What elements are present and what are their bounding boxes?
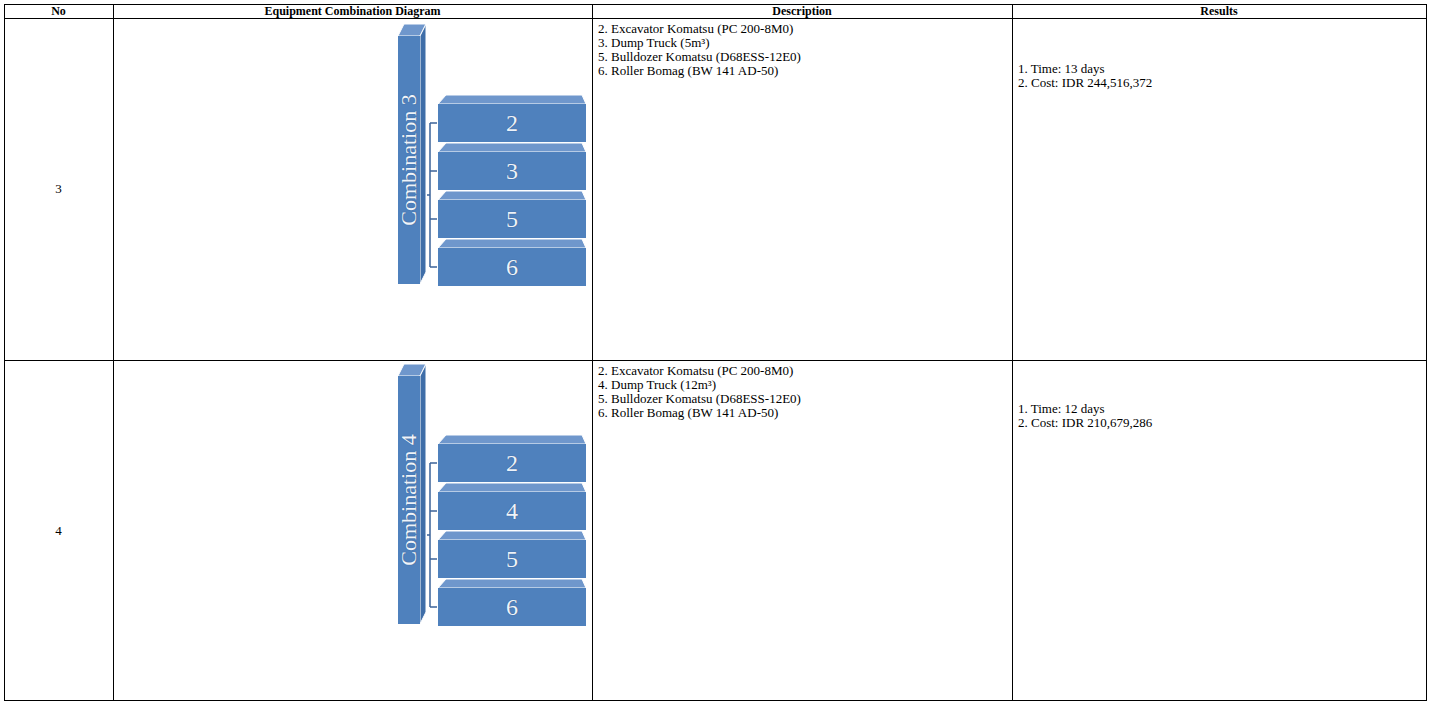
box-top-face: [438, 579, 586, 588]
equipment-box: 2: [438, 444, 586, 482]
box-top-face: [438, 435, 586, 444]
table-cell: 3. Dump Truck (5m³): [598, 36, 710, 50]
equipment-box: 3: [438, 152, 586, 190]
bracket-line: [430, 606, 437, 608]
bracket-line: [430, 510, 437, 512]
bracket-line: [430, 218, 437, 220]
table-cell: 1. Time: 12 days: [1018, 402, 1105, 416]
bracket-line: [430, 266, 437, 268]
equipment-box: 5: [438, 200, 586, 238]
box-top-face: [438, 239, 586, 248]
bar-side-face: [420, 364, 426, 624]
table-cell: 4. Dump Truck (12m³): [598, 378, 716, 392]
equipment-number: 2: [438, 104, 586, 142]
table-cell: 4: [4, 524, 113, 538]
table-cell: 1. Time: 13 days: [1018, 62, 1105, 76]
table-cell: 3: [4, 182, 113, 196]
bracket-line: [430, 462, 437, 464]
table-cell: 5. Bulldozer Komatsu (D68ESS-12E0): [598, 392, 801, 406]
equipment-box: 4: [438, 492, 586, 530]
table-cell: 2. Excavator Komatsu (PC 200-8M0): [598, 364, 793, 378]
equipment-number: 3: [438, 152, 586, 190]
combination-bar: Combination 4: [398, 376, 420, 624]
bracket-line: [427, 534, 430, 536]
box-top-face: [438, 483, 586, 492]
column-header: Description: [592, 4, 1012, 18]
equipment-number: 4: [438, 492, 586, 530]
column-header: Results: [1012, 4, 1426, 18]
equipment-box: 6: [438, 588, 586, 626]
box-top-face: [438, 531, 586, 540]
box-top-face: [438, 143, 586, 152]
bracket-line: [427, 194, 430, 196]
table-cell: 5. Bulldozer Komatsu (D68ESS-12E0): [598, 50, 801, 64]
combination-bar: Combination 3: [398, 36, 420, 284]
equipment-box: 6: [438, 248, 586, 286]
bracket-line: [430, 170, 437, 172]
bar-side-face: [420, 24, 426, 284]
equipment-number: 5: [438, 540, 586, 578]
bracket-line: [430, 122, 437, 124]
combination-label: Combination 3: [398, 94, 420, 225]
equipment-box: 2: [438, 104, 586, 142]
table-cell: 2. Cost: IDR 210,679,286: [1018, 416, 1152, 430]
table-cell: 6. Roller Bomag (BW 141 AD-50): [598, 406, 778, 420]
column-header: Equipment Combination Diagram: [113, 4, 592, 18]
box-top-face: [438, 95, 586, 104]
table-cell: 2. Excavator Komatsu (PC 200-8M0): [598, 22, 793, 36]
equipment-number: 5: [438, 200, 586, 238]
equipment-number: 6: [438, 248, 586, 286]
bracket-line: [430, 558, 437, 560]
box-top-face: [438, 191, 586, 200]
table-cell: 6. Roller Bomag (BW 141 AD-50): [598, 64, 778, 78]
table-cell: 2. Cost: IDR 244,516,372: [1018, 76, 1152, 90]
equipment-number: 2: [438, 444, 586, 482]
combination-label: Combination 4: [398, 434, 420, 565]
column-header: No: [4, 4, 113, 18]
equipment-box: 5: [438, 540, 586, 578]
equipment-number: 6: [438, 588, 586, 626]
